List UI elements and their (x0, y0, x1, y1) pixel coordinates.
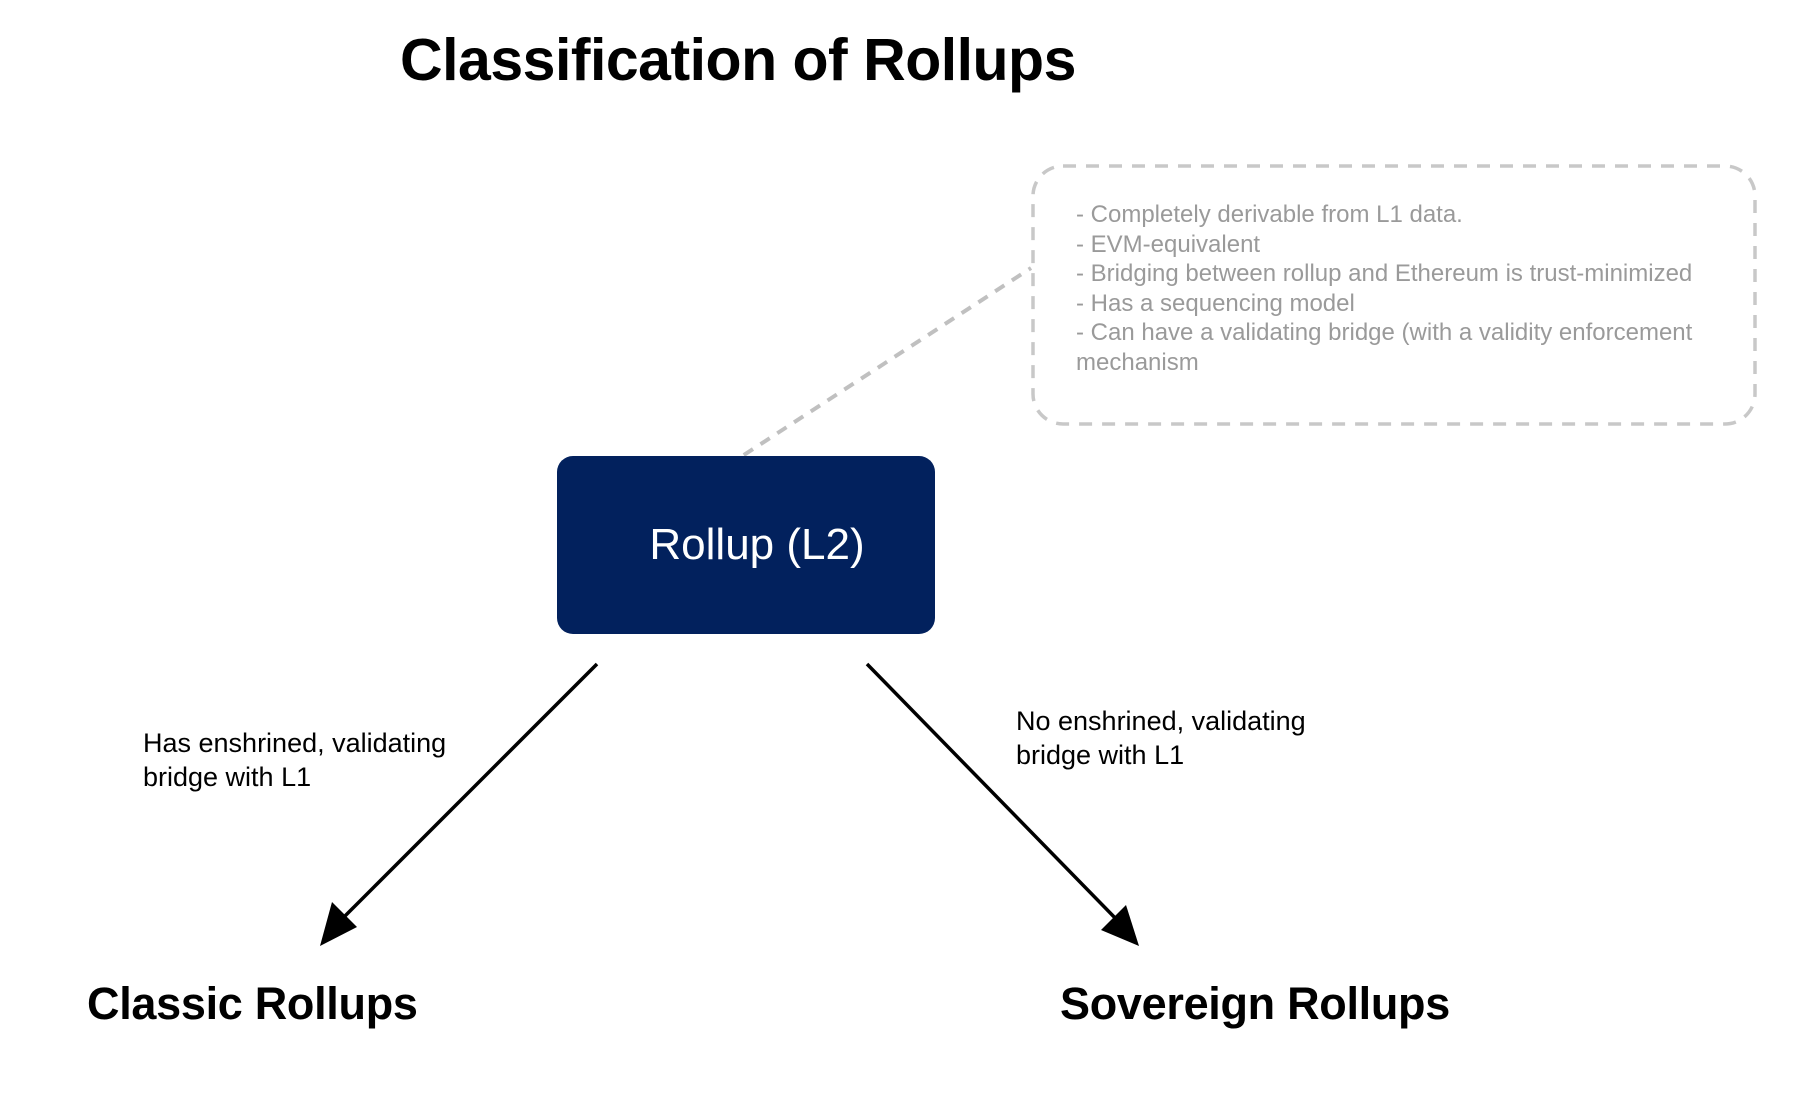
annotation-line: - Completely derivable from L1 data. (1076, 201, 1463, 228)
edge-left-line (335, 662, 599, 926)
edge-label-line: bridge with L1 (1016, 740, 1185, 770)
leaf-node-sovereign-rollups: Sovereign Rollups (1060, 978, 1450, 1029)
edge-label-classic: Has enshrined, validating bridge with L1 (143, 726, 446, 794)
edge-right-arrowhead (1101, 905, 1139, 946)
edge-label-line: No enshrined, validating (1016, 706, 1306, 736)
annotation-line: - Can have a validating bridge (with a v… (1076, 319, 1693, 347)
root-node-rollup-l2: Rollup (L2) (557, 456, 935, 634)
edge-label-line: bridge with L1 (143, 762, 312, 792)
edge-right-line (865, 662, 1123, 926)
annotation-line: - EVM-equivalent (1076, 230, 1261, 258)
annotation-line: mechanism (1076, 348, 1199, 376)
root-node-label: Rollup (L2) (649, 520, 865, 569)
annotation-connector (725, 266, 1033, 468)
annotation-line: - Bridging between rollup and Ethereum i… (1076, 260, 1693, 288)
edge-label-line: Has enshrined, validating (143, 728, 447, 758)
edge-label-sovereign: No enshrined, validating bridge with L1 (1016, 704, 1306, 772)
edge-left-arrowhead (320, 902, 357, 946)
annotation-text: - Completely derivable from L1 data. - E… (1076, 200, 1692, 378)
annotation-box-border (1031, 164, 1757, 426)
annotation-line: - Has a sequencing model (1076, 289, 1355, 317)
diagram-title: Classification of Rollups (400, 27, 1076, 93)
leaf-node-classic-rollups: Classic Rollups (87, 978, 418, 1029)
